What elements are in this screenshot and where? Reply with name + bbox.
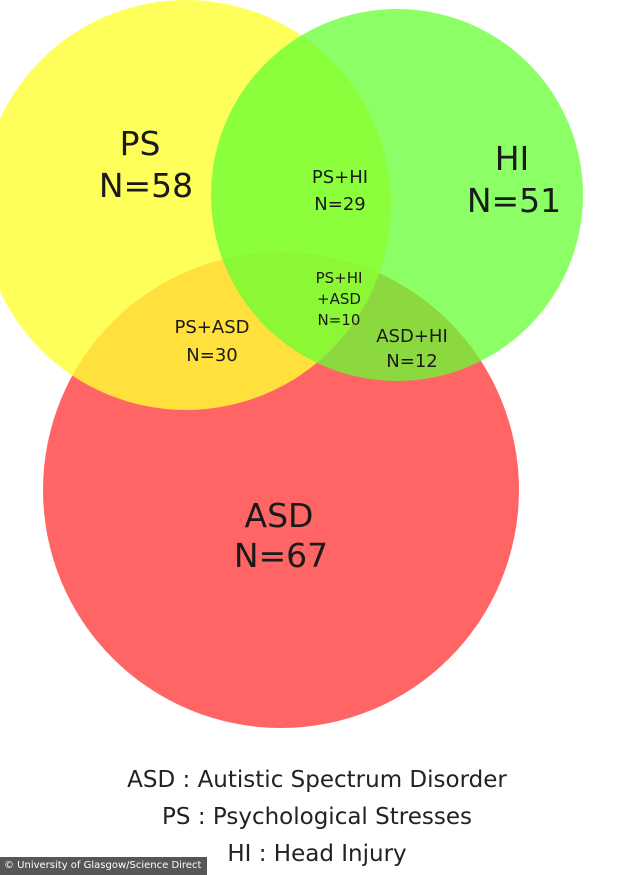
all-three-label-line1: PS+HI (316, 269, 363, 287)
legend-abbr: HI (227, 841, 252, 867)
legend-row-asd: ASD : Autistic Spectrum Disorder (0, 762, 634, 799)
image-credit: © University of Glasgow/Science Direct (0, 857, 208, 875)
legend-meaning: Head Injury (273, 841, 407, 867)
all-three-label-line2: +ASD (317, 290, 361, 308)
asd-label: ASD (245, 496, 314, 535)
legend-abbr: PS (162, 804, 191, 830)
venn-circles (0, 0, 583, 728)
ps-asd-label: PS+ASD (175, 317, 250, 338)
legend-abbr: ASD (127, 767, 176, 793)
legend-separator: : (251, 841, 274, 867)
legend-row-ps: PS : Psychological Stresses (0, 799, 634, 836)
asd-count: N=67 (234, 536, 328, 575)
legend-separator: : (175, 767, 198, 793)
legend-row-hi: HI : Head Injury (0, 836, 634, 873)
legend-meaning: Psychological Stresses (212, 804, 472, 830)
ps-label: PS (120, 124, 161, 163)
hi-circle (211, 9, 583, 381)
legend: ASD : Autistic Spectrum Disorder PS : Ps… (0, 762, 634, 873)
venn-diagram: PS N=58 HI N=51 ASD N=67 PS+HI N=29 PS+A… (0, 0, 583, 728)
hi-label: HI (495, 139, 530, 178)
hi-count: N=51 (467, 181, 561, 220)
ps-asd-count: N=30 (186, 345, 237, 366)
ps-count: N=58 (99, 166, 193, 205)
all-three-count: N=10 (318, 311, 361, 329)
legend-separator: : (190, 804, 213, 830)
ps-hi-label: PS+HI (312, 167, 368, 188)
legend-meaning: Autistic Spectrum Disorder (197, 767, 507, 793)
ps-hi-count: N=29 (314, 194, 365, 215)
asd-hi-count: N=12 (386, 351, 437, 372)
asd-hi-label: ASD+HI (376, 326, 448, 347)
venn-labels: PS N=58 HI N=51 ASD N=67 PS+HI N=29 PS+A… (99, 124, 561, 575)
